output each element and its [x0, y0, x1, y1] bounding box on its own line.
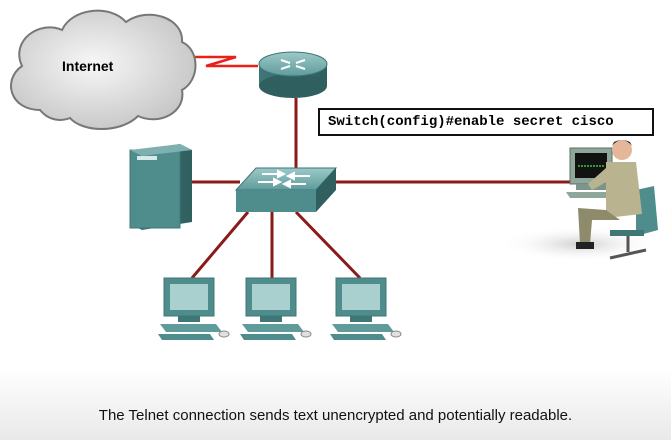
- caption-bar: [0, 368, 671, 440]
- cloud-label: Internet: [62, 58, 114, 74]
- cloud-icon: [10, 9, 197, 130]
- admin-user-icon: [500, 140, 660, 262]
- pc-icon: [240, 277, 312, 340]
- link-switch-pc-left: [190, 211, 250, 279]
- wan-link: [186, 55, 258, 68]
- link-switch-pc-right: [294, 210, 362, 280]
- switch-icon: [234, 167, 338, 212]
- network-links: [190, 98, 572, 280]
- router-icon: [258, 51, 328, 98]
- caption-text: The Telnet connection sends text unencry…: [98, 407, 573, 424]
- server-icon: [129, 144, 192, 230]
- command-box: Switch(config)#enable secret cisco: [318, 108, 654, 136]
- pc-icon: [330, 277, 402, 340]
- pc-icon: [158, 277, 230, 340]
